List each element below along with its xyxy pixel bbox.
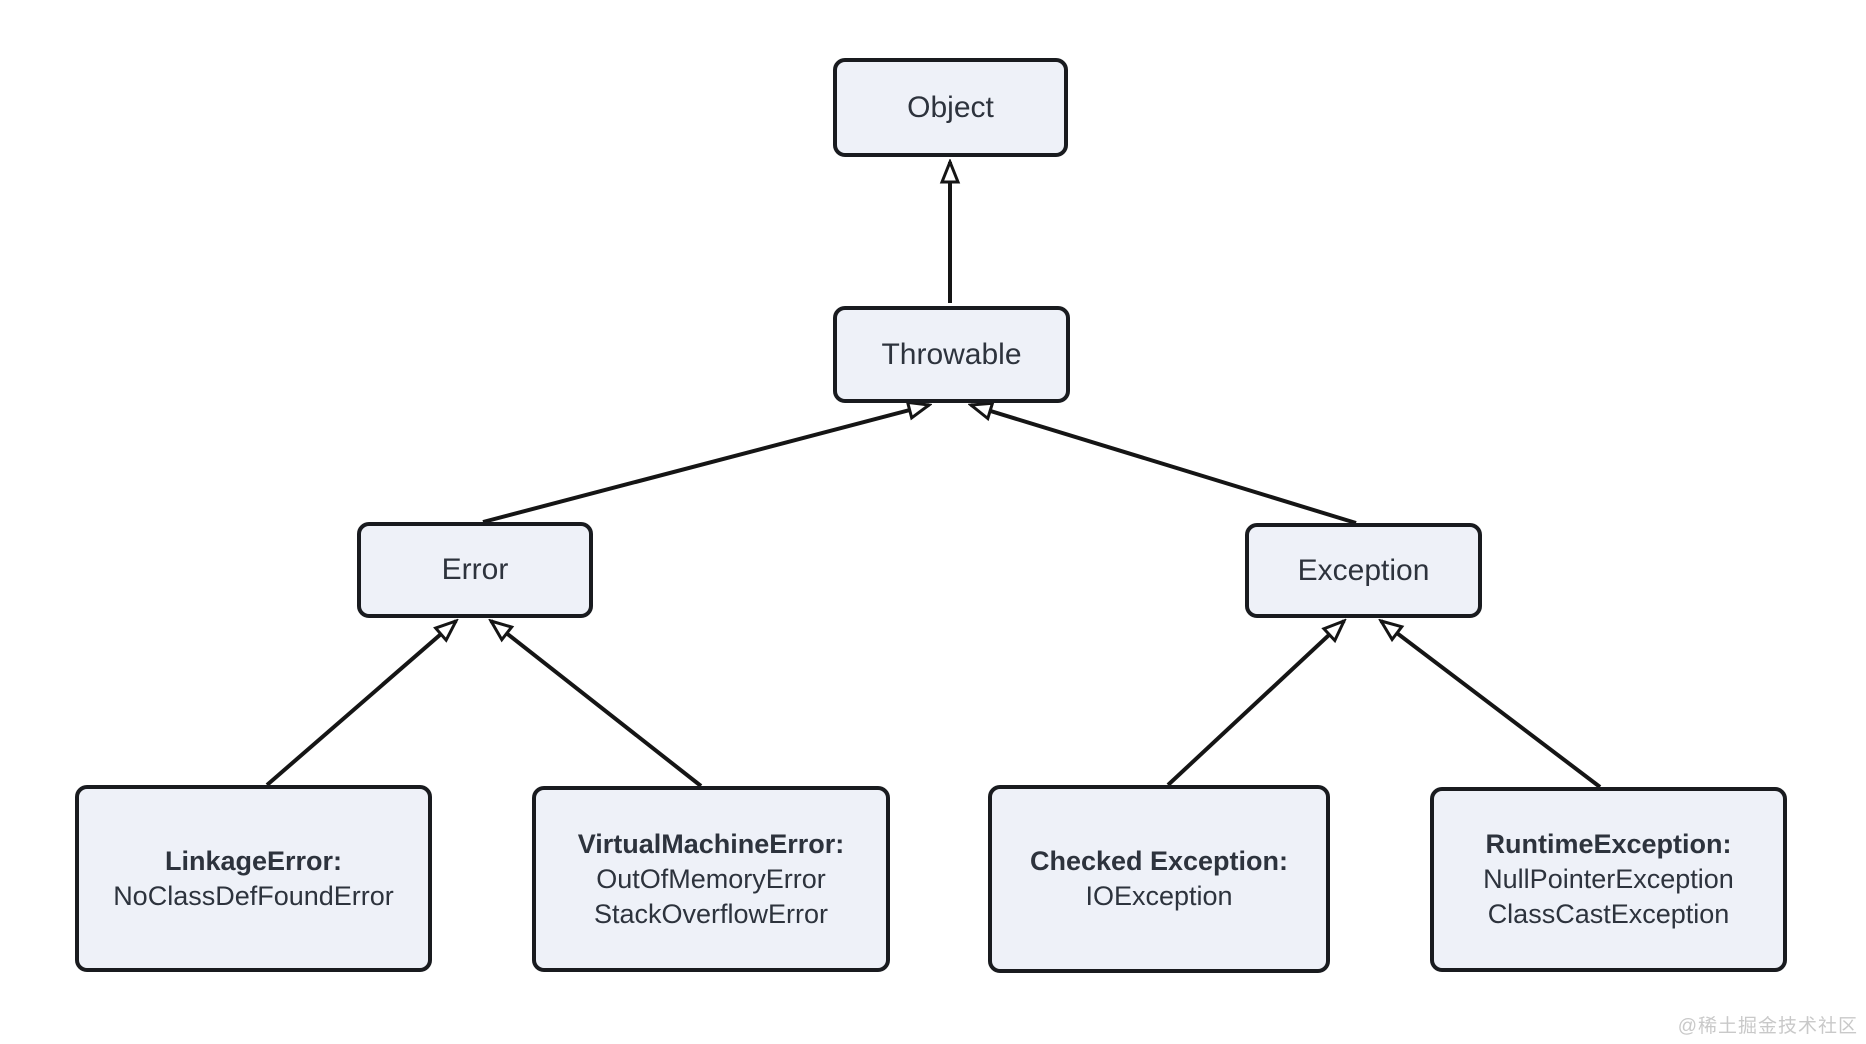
edge-exception-throwable	[971, 405, 1357, 525]
node-virtual-machine-error: VirtualMachineError: OutOfMemoryError St…	[532, 786, 890, 972]
node-title: VirtualMachineError:	[577, 828, 845, 859]
edge-error-throwable	[482, 405, 929, 524]
watermark: @稀土掘金技术社区	[1677, 1016, 1858, 1037]
node-exception: Exception	[1245, 523, 1482, 618]
node-title: Checked Exception:	[1029, 846, 1289, 876]
node-object: Object	[833, 58, 1068, 157]
node-subline: StackOverflowError	[593, 898, 829, 929]
node-runtime-exception: RuntimeException: NullPointerException C…	[1430, 787, 1787, 972]
node-label: Throwable	[881, 337, 1022, 371]
node-error: Error	[357, 522, 593, 618]
node-label: Error	[441, 553, 509, 586]
node-title: LinkageError:	[164, 845, 343, 876]
edge-vme-error	[491, 621, 703, 788]
node-checked-exception: Checked Exception: IOException	[988, 785, 1330, 973]
node-throwable: Throwable	[833, 306, 1070, 403]
node-label: Object	[907, 90, 994, 124]
edge-checked-exception	[1166, 621, 1344, 787]
node-subline: NullPointerException	[1483, 864, 1734, 894]
node-subline: ClassCastException	[1487, 899, 1730, 929]
node-title: RuntimeException:	[1485, 829, 1732, 859]
node-subline: IOException	[1085, 881, 1233, 911]
node-subline: OutOfMemoryError	[596, 863, 826, 894]
node-subline: NoClassDefFoundError	[113, 880, 394, 911]
node-label: Exception	[1297, 553, 1430, 587]
edge-linkage-error	[265, 621, 456, 787]
node-linkage-error: LinkageError: NoClassDefFoundError	[75, 785, 432, 972]
edge-runtime-exception	[1381, 621, 1602, 789]
